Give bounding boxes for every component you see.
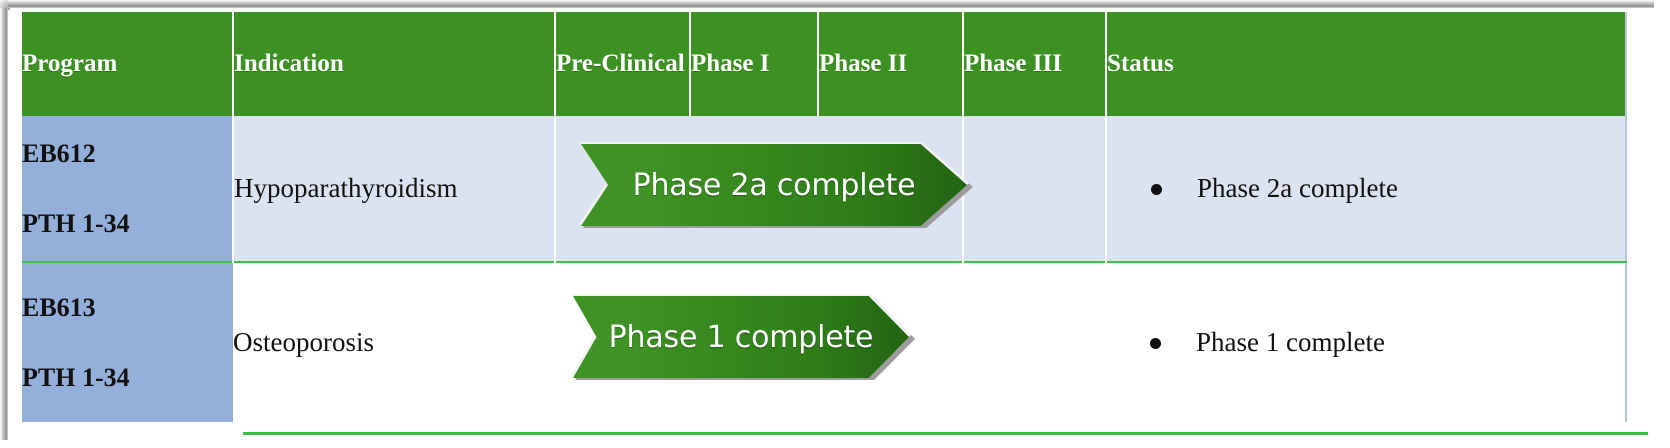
column-header-preclinical: Pre-Clinical (555, 12, 691, 116)
table-body: EB612 PTH 1-34 Hypoparathyroidism Phase … (22, 116, 1626, 422)
phase-3-cell (963, 116, 1107, 262)
progress-chevron-layer: Phase 1 complete (555, 263, 963, 422)
status-cell: Phase 2a complete (1106, 116, 1626, 262)
progress-chevron-label: Phase 1 complete (608, 319, 874, 355)
status-list: Phase 1 complete (1106, 326, 1625, 358)
pipeline-table: Program Indication Pre-Clinical Phase I … (22, 12, 1627, 422)
progress-chevron: Phase 2a complete (581, 144, 967, 226)
column-header-indication: Indication (233, 12, 556, 116)
program-subtitle: PTH 1-34 (22, 208, 130, 238)
chevron-shadow (575, 298, 915, 380)
header-row: Program Indication Pre-Clinical Phase I … (22, 12, 1626, 116)
progress-chevron-layer: Phase 2a complete (556, 116, 973, 261)
bullet-icon (1151, 184, 1162, 196)
progress-bar-cell: Phase 1 complete (555, 261, 963, 422)
progress-chevron-label: Phase 2a complete (632, 167, 916, 203)
status-text: Phase 1 complete (1196, 327, 1385, 358)
frame-corner (0, 0, 10, 10)
status-list: Phase 2a complete (1107, 172, 1625, 204)
program-cell: EB612 PTH 1-34 (22, 116, 234, 262)
column-header-phase-1: Phase I (690, 12, 819, 116)
program-name: EB613 (22, 292, 96, 322)
table-row: EB612 PTH 1-34 Hypoparathyroidism Phase … (22, 116, 1626, 262)
table-row: EB613 PTH 1-34 Osteoporosis Phase 1 comp… (22, 261, 1626, 422)
column-header-status: Status (1106, 12, 1626, 116)
bullet-icon (1150, 338, 1161, 350)
progress-chevron: Phase 1 complete (573, 296, 909, 378)
status-cell: Phase 1 complete (1106, 261, 1626, 422)
indication-cell: Osteoporosis (233, 261, 555, 422)
column-header-program: Program (22, 12, 234, 116)
list-item: Phase 1 complete (1150, 326, 1625, 358)
list-item: Phase 2a complete (1151, 172, 1625, 204)
chevron-outline (571, 294, 911, 376)
chevron-shadow (583, 146, 973, 228)
status-text: Phase 2a complete (1197, 173, 1398, 204)
column-header-phase-3: Phase III (963, 12, 1107, 116)
chevron-outline (579, 142, 969, 224)
program-subtitle: PTH 1-34 (22, 362, 130, 392)
program-cell: EB613 PTH 1-34 (22, 261, 233, 422)
progress-bar-cell: Phase 2a complete (555, 116, 973, 262)
frame-shadow-top (8, 0, 1654, 8)
frame-shadow-left (0, 8, 8, 440)
column-header-phase-2: Phase II (818, 12, 964, 116)
indication-cell: Hypoparathyroidism (233, 116, 556, 262)
pipeline-table-wrapper: Program Indication Pre-Clinical Phase I … (22, 12, 1648, 436)
table-header: Program Indication Pre-Clinical Phase I … (22, 12, 1626, 116)
program-name: EB612 (22, 138, 96, 168)
table-bottom-rule (243, 432, 1648, 435)
phase-3-cell (963, 261, 1106, 422)
